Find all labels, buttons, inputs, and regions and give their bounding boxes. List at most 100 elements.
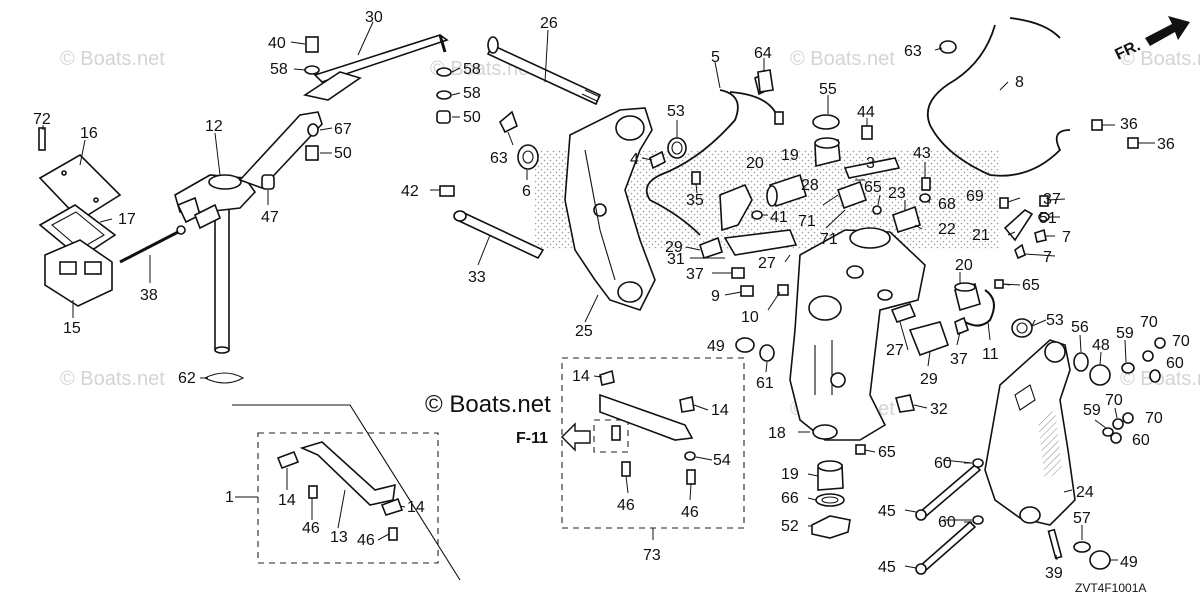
callout-14-a: 14 <box>278 492 296 509</box>
callout-60-c: 60 <box>1166 355 1184 372</box>
nut <box>972 515 984 525</box>
callout-19-b: 19 <box>781 466 799 483</box>
nut <box>261 174 275 190</box>
callout-70-a: 70 <box>1140 314 1158 331</box>
callout-60-b: 60 <box>938 514 956 531</box>
callout-67: 67 <box>334 121 352 138</box>
clip <box>939 40 957 54</box>
swivel-case <box>735 227 926 455</box>
callout-61: 61 <box>756 375 774 392</box>
callout-35: 35 <box>686 192 704 209</box>
nut <box>1110 432 1122 444</box>
callout-20-a: 20 <box>746 155 764 172</box>
grommet <box>757 69 774 93</box>
washer <box>751 210 763 220</box>
tab <box>276 450 300 470</box>
bracket-detail <box>1014 384 1036 411</box>
callout-30: 30 <box>365 9 383 26</box>
callout-19-a: 19 <box>781 147 799 164</box>
bolt-head <box>915 509 927 521</box>
tilt-rod-assembly <box>302 34 452 161</box>
washer <box>759 344 775 362</box>
bushing-top <box>817 460 843 472</box>
callout-73: 73 <box>643 547 661 564</box>
watermark: © Boats.net <box>1120 48 1200 70</box>
callout-70-d: 70 <box>1145 410 1163 427</box>
connector <box>774 111 784 125</box>
right-small-parts <box>994 195 1050 289</box>
lever <box>908 321 950 357</box>
clamp <box>649 150 666 170</box>
callout-55: 55 <box>819 81 837 98</box>
callout-54: 54 <box>713 452 731 469</box>
callout-14-c: 14 <box>572 368 590 385</box>
arrow-front-icon <box>1145 16 1190 46</box>
rod-bracket <box>302 71 362 101</box>
grommet <box>1011 318 1033 338</box>
callout-21: 21 <box>972 227 990 244</box>
callout-36-a: 36 <box>1120 116 1138 133</box>
brand-text: © Boats.net <box>425 391 551 418</box>
nut <box>777 284 789 296</box>
callout-69: 69 <box>966 188 984 205</box>
callout-52: 52 <box>781 518 799 535</box>
seal-inner <box>821 496 839 504</box>
washer <box>436 90 452 100</box>
screw <box>921 177 931 191</box>
callout-20-b: 20 <box>955 257 973 274</box>
steering-arm-assembly <box>38 111 323 384</box>
swivel-hole <box>877 289 893 301</box>
grease-nipple <box>855 444 866 455</box>
washer <box>1142 350 1154 362</box>
clip <box>894 394 916 413</box>
callout-66: 66 <box>781 490 799 507</box>
callout-65-b: 65 <box>1022 277 1040 294</box>
callout-71-a: 71 <box>798 213 816 230</box>
bracket-boss <box>1044 341 1066 363</box>
cover-plate <box>38 154 122 222</box>
nut <box>1154 337 1166 349</box>
shaft-end <box>487 36 499 54</box>
callout-58-c: 58 <box>463 85 481 102</box>
right-lever-parts <box>890 282 995 357</box>
screw <box>611 425 621 441</box>
switch-block <box>44 239 113 307</box>
spring-wire <box>964 289 995 327</box>
stud-bolt <box>1047 528 1063 560</box>
callout-46-c: 46 <box>617 497 635 514</box>
swivel-hole <box>830 372 846 388</box>
grommet-hole <box>1016 322 1028 334</box>
callout-11: 11 <box>982 346 999 363</box>
tilt-shaft <box>486 36 602 106</box>
clip <box>499 110 518 134</box>
nut <box>1089 364 1111 386</box>
callout-45-a: 45 <box>878 503 896 520</box>
nut <box>1089 550 1111 570</box>
callout-50-b: 50 <box>334 145 352 162</box>
steering-arm <box>238 111 323 189</box>
thread <box>581 89 601 102</box>
figure-ref-label[interactable]: F-11 <box>516 430 548 447</box>
callout-57: 57 <box>1073 510 1091 527</box>
bolt <box>861 125 873 140</box>
screw <box>999 197 1009 209</box>
swivel-parts-lower <box>811 460 851 539</box>
callout-14-d: 14 <box>711 402 729 419</box>
callout-36-b: 36 <box>1157 136 1175 153</box>
hole <box>61 170 67 176</box>
clip <box>1127 137 1139 149</box>
seal <box>815 493 845 507</box>
pin <box>439 185 545 260</box>
through-bolts <box>915 458 984 575</box>
watermark: © Boats.net <box>790 48 895 70</box>
callout-56: 56 <box>1071 319 1089 336</box>
callout-29-b: 29 <box>920 371 938 388</box>
callout-1: 1 <box>225 489 234 506</box>
callout-38: 38 <box>140 287 158 304</box>
callout-65-a: 65 <box>864 179 882 196</box>
collar-parts <box>499 110 539 170</box>
figure-reference[interactable]: F-11 <box>516 422 591 452</box>
block-detail <box>84 261 102 275</box>
nut <box>1122 412 1134 424</box>
swivel-bore <box>808 295 842 321</box>
